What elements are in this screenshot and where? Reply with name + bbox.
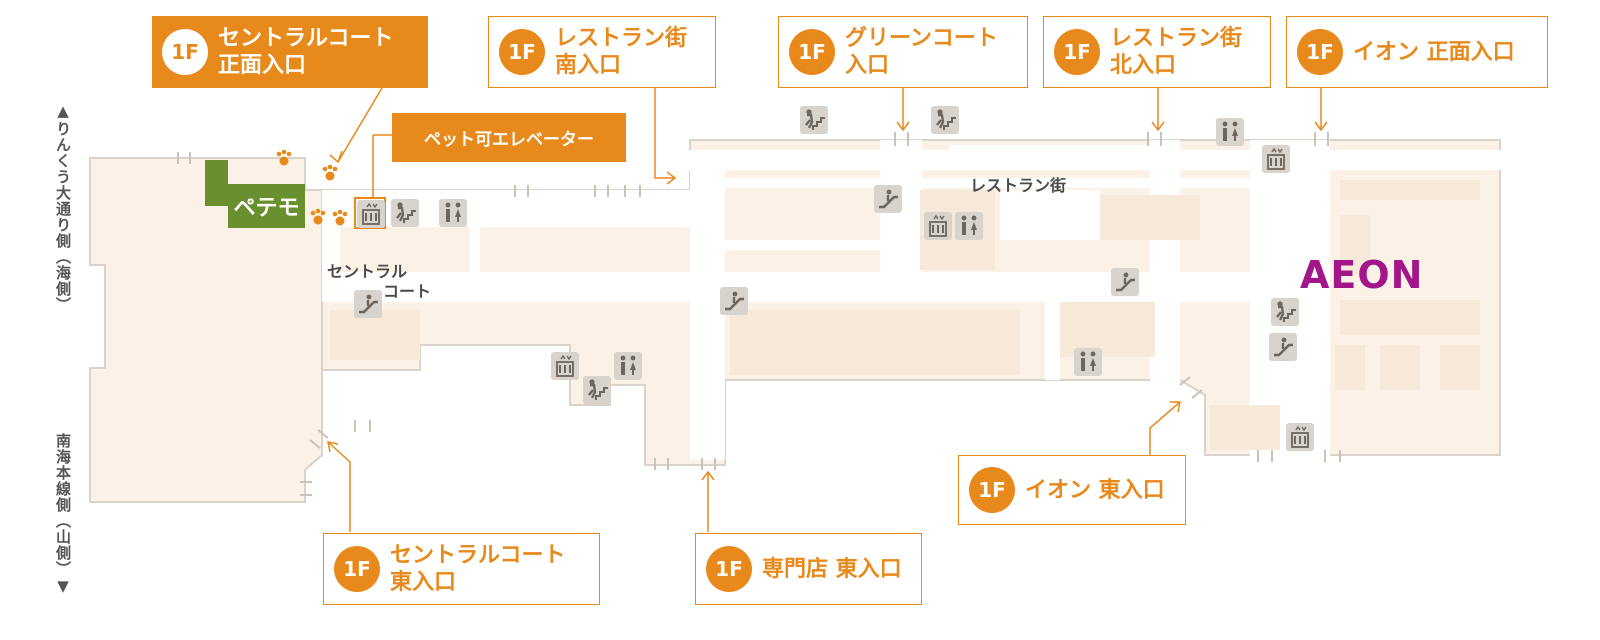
central-court-label-1: セントラル [327,262,408,281]
entrance-restaurant-south[interactable]: 1F レストラン街 南入口 [488,16,716,88]
entrance-label: 専門店 東入口 [762,556,902,582]
central-court-label-2: コート [383,282,432,301]
entrance-green-court[interactable]: 1F グリーンコート 入口 [778,16,1028,88]
elevator-icon [550,351,580,381]
escalator-icon [352,288,384,320]
aeon-logo[interactable]: AEON [1300,253,1424,297]
escalator-icon [872,183,904,215]
restroom-icon [614,352,642,380]
entrance-label: セントラルコート 東入口 [390,543,566,595]
entrance-central-east[interactable]: 1F セントラルコート 東入口 [323,533,600,605]
stairs-icon [929,104,961,136]
escalator-icon [1109,266,1141,298]
entrance-label: セントラルコート 正面入口 [218,26,394,78]
petemo-shop[interactable] [205,160,305,228]
entrance-aeon-east[interactable]: 1F イオン 東入口 [958,455,1186,525]
floor-badge: 1F [969,467,1015,513]
entrance-label: イオン 東入口 [1025,477,1165,503]
entrance-label: イオン 正面入口 [1353,39,1515,65]
petemo-label[interactable]: ペテモ [233,196,300,221]
floor-badge: 1F [162,29,208,75]
stairs-icon [581,374,613,406]
entrance-specialty-east[interactable]: 1F 専門店 東入口 [695,533,922,605]
elevator-icon [1285,422,1315,452]
leader-lines [327,87,1328,532]
entrance-restaurant-north[interactable]: 1F レストラン街 北入口 [1043,16,1271,88]
entrance-central-front[interactable]: 1F セントラルコート 正面入口 [152,16,428,88]
mountain-side-label: 南海本線側（山側）▼ [54,433,72,596]
stairs-icon [1269,296,1301,328]
entrance-label: レストラン街 北入口 [1110,26,1243,78]
restaurant-street-label: レストラン街 [970,176,1067,195]
floor-badge: 1F [789,29,835,75]
escalator-icon [1267,331,1299,363]
floor-badge: 1F [1054,29,1100,75]
restroom-icon [1216,118,1244,146]
elevator-icon [923,211,953,241]
door-markers [177,132,1341,496]
restroom-icon [1074,348,1102,376]
stairs-icon [798,104,830,136]
restroom-icon [439,199,467,227]
floor-badge: 1F [706,546,752,592]
facility-icons [352,104,1315,452]
escalator-icon [718,285,750,317]
floor-badge: 1F [499,29,545,75]
store-blocks [330,180,1480,450]
entrance-aeon-front[interactable]: 1F イオン 正面入口 [1286,16,1548,88]
elevator-icon [1261,144,1291,174]
floor-badge: 1F [1297,29,1343,75]
restroom-icon [955,212,983,240]
sea-side-label: ▲りんくう大通り側（海側） [54,102,72,313]
pet-elevator-label: ペット可エレベーター [392,113,626,162]
elevator-icon [356,199,386,229]
entrance-label: グリーンコート 入口 [845,26,998,78]
entrance-label: レストラン街 南入口 [555,26,688,78]
stairs-icon [389,197,421,229]
floor-badge: 1F [334,546,380,592]
